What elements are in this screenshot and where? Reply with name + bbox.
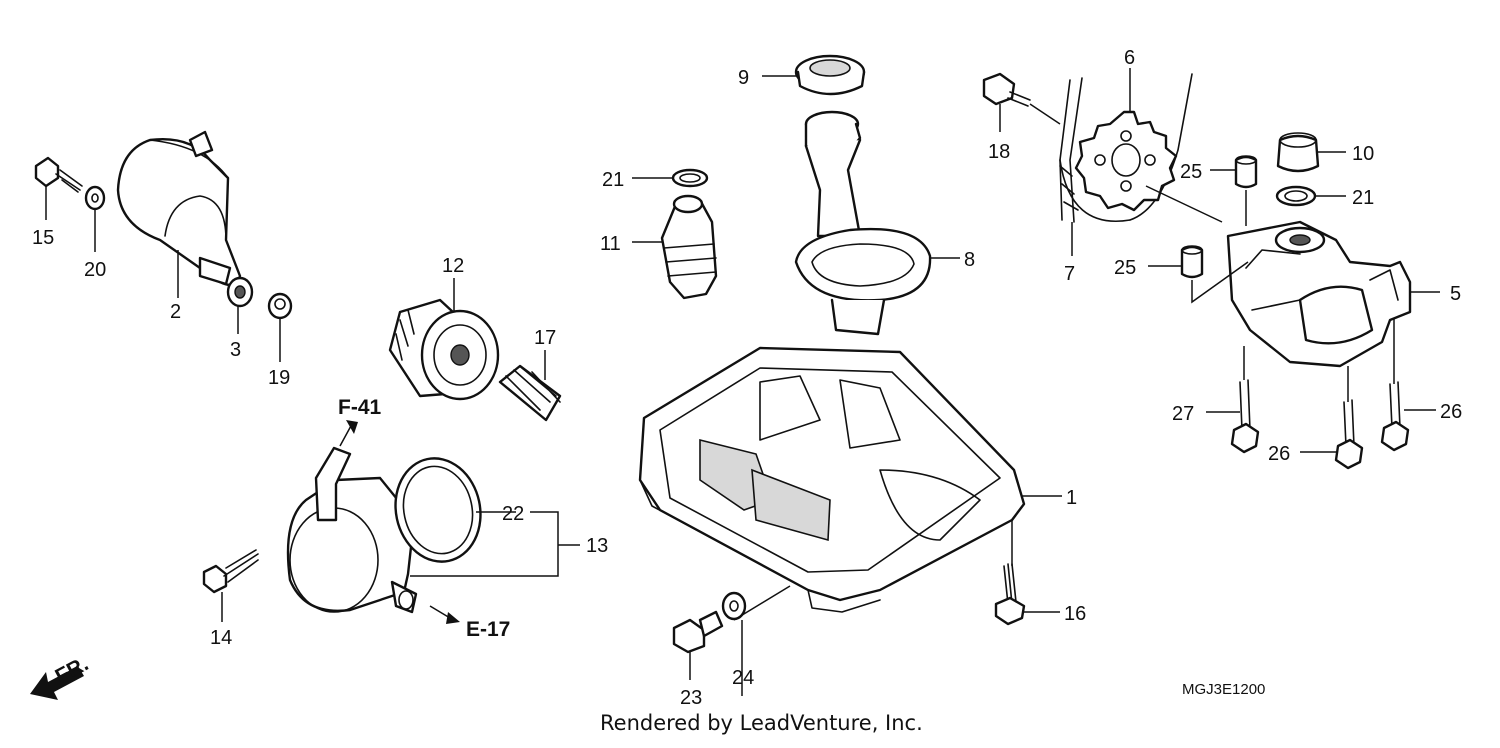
- arrow-f41: [339, 420, 358, 447]
- callout-25-lower[interactable]: 25: [1114, 257, 1136, 279]
- callout-7[interactable]: 7: [1064, 263, 1075, 285]
- callout-24[interactable]: 24: [732, 667, 754, 689]
- part-26-bolt-center[interactable]: [1334, 399, 1364, 470]
- callout-12[interactable]: 12: [442, 255, 464, 277]
- callout-13[interactable]: 13: [586, 535, 608, 557]
- part-3-grommet[interactable]: [226, 276, 254, 308]
- part-22-gasket[interactable]: [386, 450, 490, 569]
- callout-9[interactable]: 9: [738, 67, 749, 89]
- part-25-dowel-lower[interactable]: [1180, 245, 1204, 279]
- callout-25-upper[interactable]: 25: [1180, 161, 1202, 183]
- callout-15[interactable]: 15: [32, 227, 54, 249]
- front-arrow-icon: [30, 666, 84, 700]
- callout-26-center[interactable]: 26: [1268, 443, 1290, 465]
- callout-6[interactable]: 6: [1124, 47, 1135, 69]
- part-21-oring-left[interactable]: [671, 168, 709, 188]
- callout-19[interactable]: 19: [268, 367, 290, 389]
- callout-17[interactable]: 17: [534, 327, 556, 349]
- part-1-oil-pan[interactable]: [638, 346, 1026, 613]
- callout-21-right[interactable]: 21: [1352, 187, 1374, 209]
- part-26-bolt-right[interactable]: [1380, 381, 1410, 452]
- callout-2[interactable]: 2: [170, 301, 181, 323]
- part-11-relief-valve[interactable]: [660, 194, 718, 300]
- callout-21-left[interactable]: 21: [602, 169, 624, 191]
- part-12-oil-filter[interactable]: [388, 298, 500, 401]
- part-16-bolt[interactable]: [994, 563, 1026, 626]
- part-15-bolt[interactable]: [34, 156, 83, 193]
- callout-11[interactable]: 11: [600, 233, 621, 255]
- leader-lines: [45, 68, 1440, 696]
- part-20-washer[interactable]: [84, 185, 106, 211]
- part-6-sprocket[interactable]: [1074, 110, 1178, 212]
- arrow-e17: [429, 605, 460, 624]
- callout-16[interactable]: 16: [1064, 603, 1086, 625]
- part-17-spring[interactable]: [498, 364, 562, 422]
- part-14-bolt[interactable]: [202, 549, 259, 594]
- part-5-oil-pump[interactable]: [1226, 220, 1412, 368]
- part-25-dowel-upper[interactable]: [1234, 155, 1258, 189]
- part-2-cover[interactable]: [116, 130, 242, 287]
- callout-3[interactable]: 3: [230, 339, 241, 361]
- callout-1[interactable]: 1: [1066, 487, 1077, 509]
- render-credit: Rendered by LeadVenture, Inc.: [600, 711, 923, 735]
- part-21-oring-right[interactable]: [1275, 185, 1317, 207]
- callout-labels: 1 2 3 5 6 7 8 9 10 11 12 13 14 15 16 17 …: [32, 47, 1462, 709]
- callout-22[interactable]: 22: [502, 503, 524, 525]
- callout-5[interactable]: 5: [1450, 283, 1461, 305]
- part-10-collar[interactable]: [1276, 132, 1320, 173]
- callout-10[interactable]: 10: [1352, 143, 1374, 165]
- reference-f41[interactable]: F-41: [338, 396, 382, 419]
- callout-20[interactable]: 20: [84, 259, 106, 281]
- part-18-bolt[interactable]: [982, 72, 1031, 107]
- callout-23[interactable]: 23: [680, 687, 702, 709]
- callout-27[interactable]: 27: [1172, 403, 1194, 425]
- callout-8[interactable]: 8: [964, 249, 975, 271]
- callout-26-right[interactable]: 26: [1440, 401, 1462, 423]
- part-13-oil-cooler[interactable]: [286, 446, 418, 614]
- callout-14[interactable]: 14: [210, 627, 232, 649]
- part-19-collar[interactable]: [267, 292, 293, 320]
- part-8-strainer[interactable]: [794, 110, 932, 336]
- part-24-washer[interactable]: [721, 591, 747, 621]
- reference-e17[interactable]: E-17: [466, 618, 510, 641]
- diagram-code: MGJ3E1200: [1182, 681, 1265, 698]
- part-23-drain-bolt[interactable]: [672, 610, 724, 654]
- part-27-bolt[interactable]: [1230, 379, 1260, 454]
- callout-18[interactable]: 18: [988, 141, 1010, 163]
- part-9-cap[interactable]: [794, 54, 866, 96]
